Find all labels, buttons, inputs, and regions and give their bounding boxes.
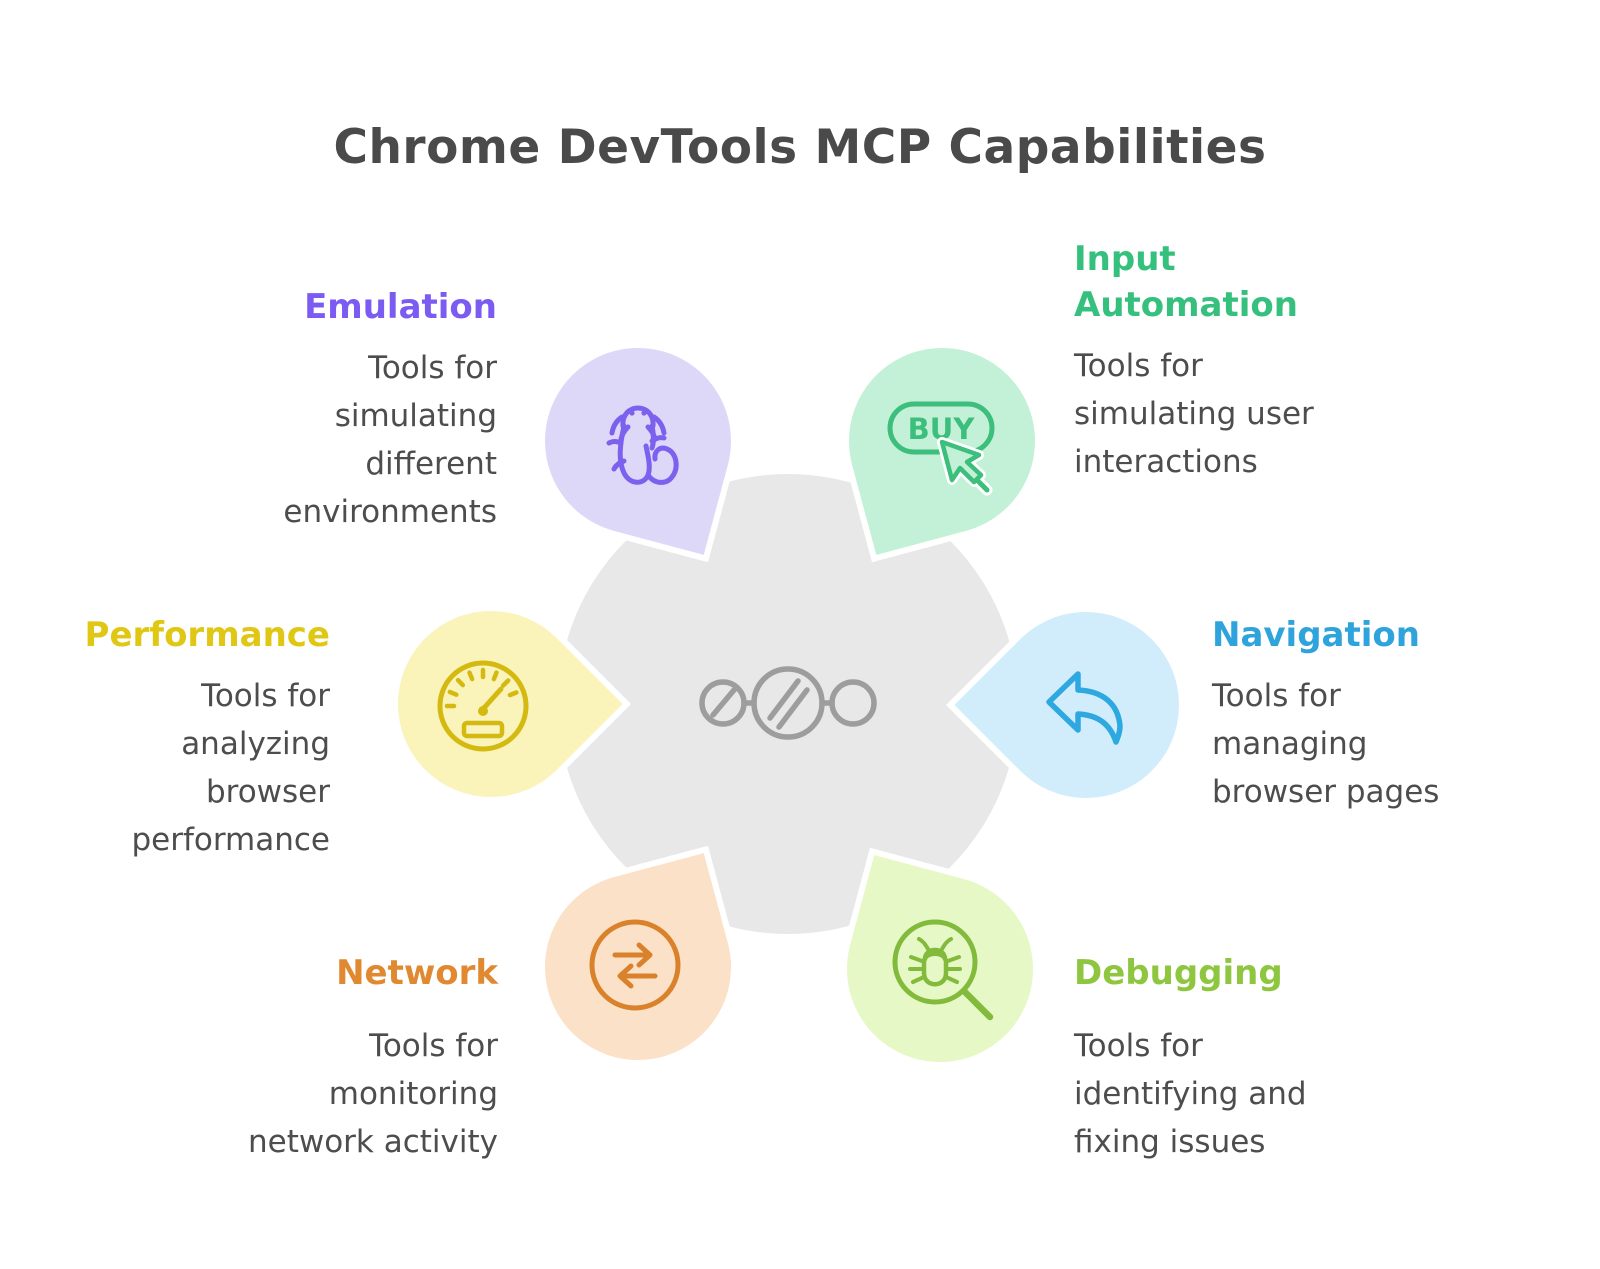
- buy-button-cursor-icon: BUY: [887, 401, 995, 496]
- network-label: Network: [336, 953, 498, 993]
- performance-label: Performance: [84, 615, 330, 655]
- emulation-description: Tools for simulating different environme…: [283, 350, 497, 530]
- performance-description: Tools for analyzing browser performance: [131, 678, 330, 858]
- input-automation-description: Tools for simulating user interactions: [1074, 348, 1314, 480]
- network-description: Tools for monitoring network activity: [247, 1028, 498, 1160]
- input-automation-section: Input Automation Tools for simulating us…: [1074, 236, 1384, 486]
- bug-magnifier-icon: [892, 919, 994, 1021]
- center-hub-blob: [558, 474, 1018, 934]
- speedometer-icon: [437, 660, 529, 752]
- navigation-description: Tools for managing browser pages: [1212, 678, 1440, 810]
- workflow-nodes-icon: [699, 666, 877, 740]
- axolotl-icon: [606, 405, 679, 485]
- back-arrow-icon: [1046, 671, 1123, 745]
- debugging-label: Debugging: [1074, 953, 1283, 993]
- navigation-section: Navigation Tools for managing browser pa…: [1212, 612, 1512, 816]
- emulation-label: Emulation: [304, 287, 497, 327]
- navigation-label: Navigation: [1212, 615, 1420, 655]
- debugging-section: Debugging Tools for identifying and fixi…: [1074, 950, 1384, 1166]
- debugging-description: Tools for identifying and fixing issues: [1074, 1028, 1307, 1160]
- page-title: Chrome DevTools MCP Capabilities: [333, 120, 1267, 175]
- performance-section: Performance Tools for analyzing browser …: [10, 612, 330, 864]
- network-section: Network Tools for monitoring network act…: [168, 950, 498, 1166]
- input-automation-label: Input Automation: [1074, 239, 1298, 325]
- transfer-arrows-icon: [589, 919, 681, 1011]
- emulation-section: Emulation Tools for simulating different…: [177, 284, 497, 536]
